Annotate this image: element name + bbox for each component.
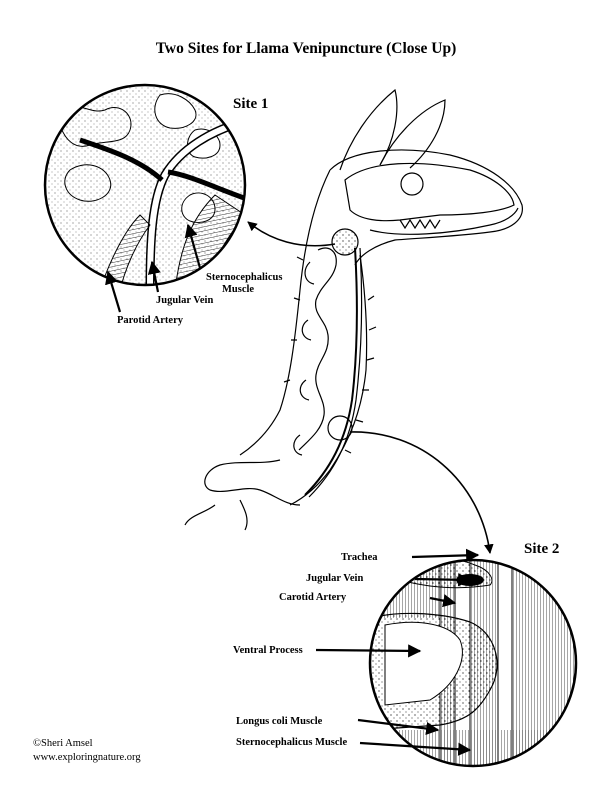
site2-pointers bbox=[315, 548, 480, 756]
credit: ©Sheri Amsel www.exploringnature.org bbox=[33, 737, 141, 765]
site1-closeup bbox=[43, 83, 247, 287]
label-sternocephalicus-1: Sternocephalicus bbox=[206, 272, 283, 283]
connector-arrows bbox=[247, 221, 494, 554]
site2-closeup bbox=[368, 558, 578, 768]
label-ventral-process: Ventral Process bbox=[233, 645, 303, 656]
label-parotid-artery: Parotid Artery bbox=[117, 315, 183, 326]
label-sternocephalicus-2: Muscle bbox=[222, 284, 255, 295]
credit-website[interactable]: www.exploringnature.org bbox=[33, 752, 141, 763]
credit-author: ©Sheri Amsel bbox=[33, 738, 93, 749]
label-jugular-vein-site1: Jugular Vein bbox=[156, 295, 214, 306]
site2-label: Site 2 bbox=[524, 541, 560, 557]
llama-illustration bbox=[184, 88, 523, 531]
label-carotid-artery: Carotid Artery bbox=[279, 592, 347, 603]
site1-label: Site 1 bbox=[233, 96, 269, 112]
label-longus-coli-muscle: Longus coli Muscle bbox=[236, 716, 323, 727]
site1-pointers bbox=[105, 223, 202, 313]
label-trachea: Trachea bbox=[341, 552, 378, 563]
label-sternocephalicus-muscle: Sternocephalicus Muscle bbox=[236, 737, 348, 748]
label-jugular-vein-site2: Jugular Vein bbox=[306, 573, 364, 584]
page-title: Two Sites for Llama Venipuncture (Close … bbox=[155, 40, 457, 57]
